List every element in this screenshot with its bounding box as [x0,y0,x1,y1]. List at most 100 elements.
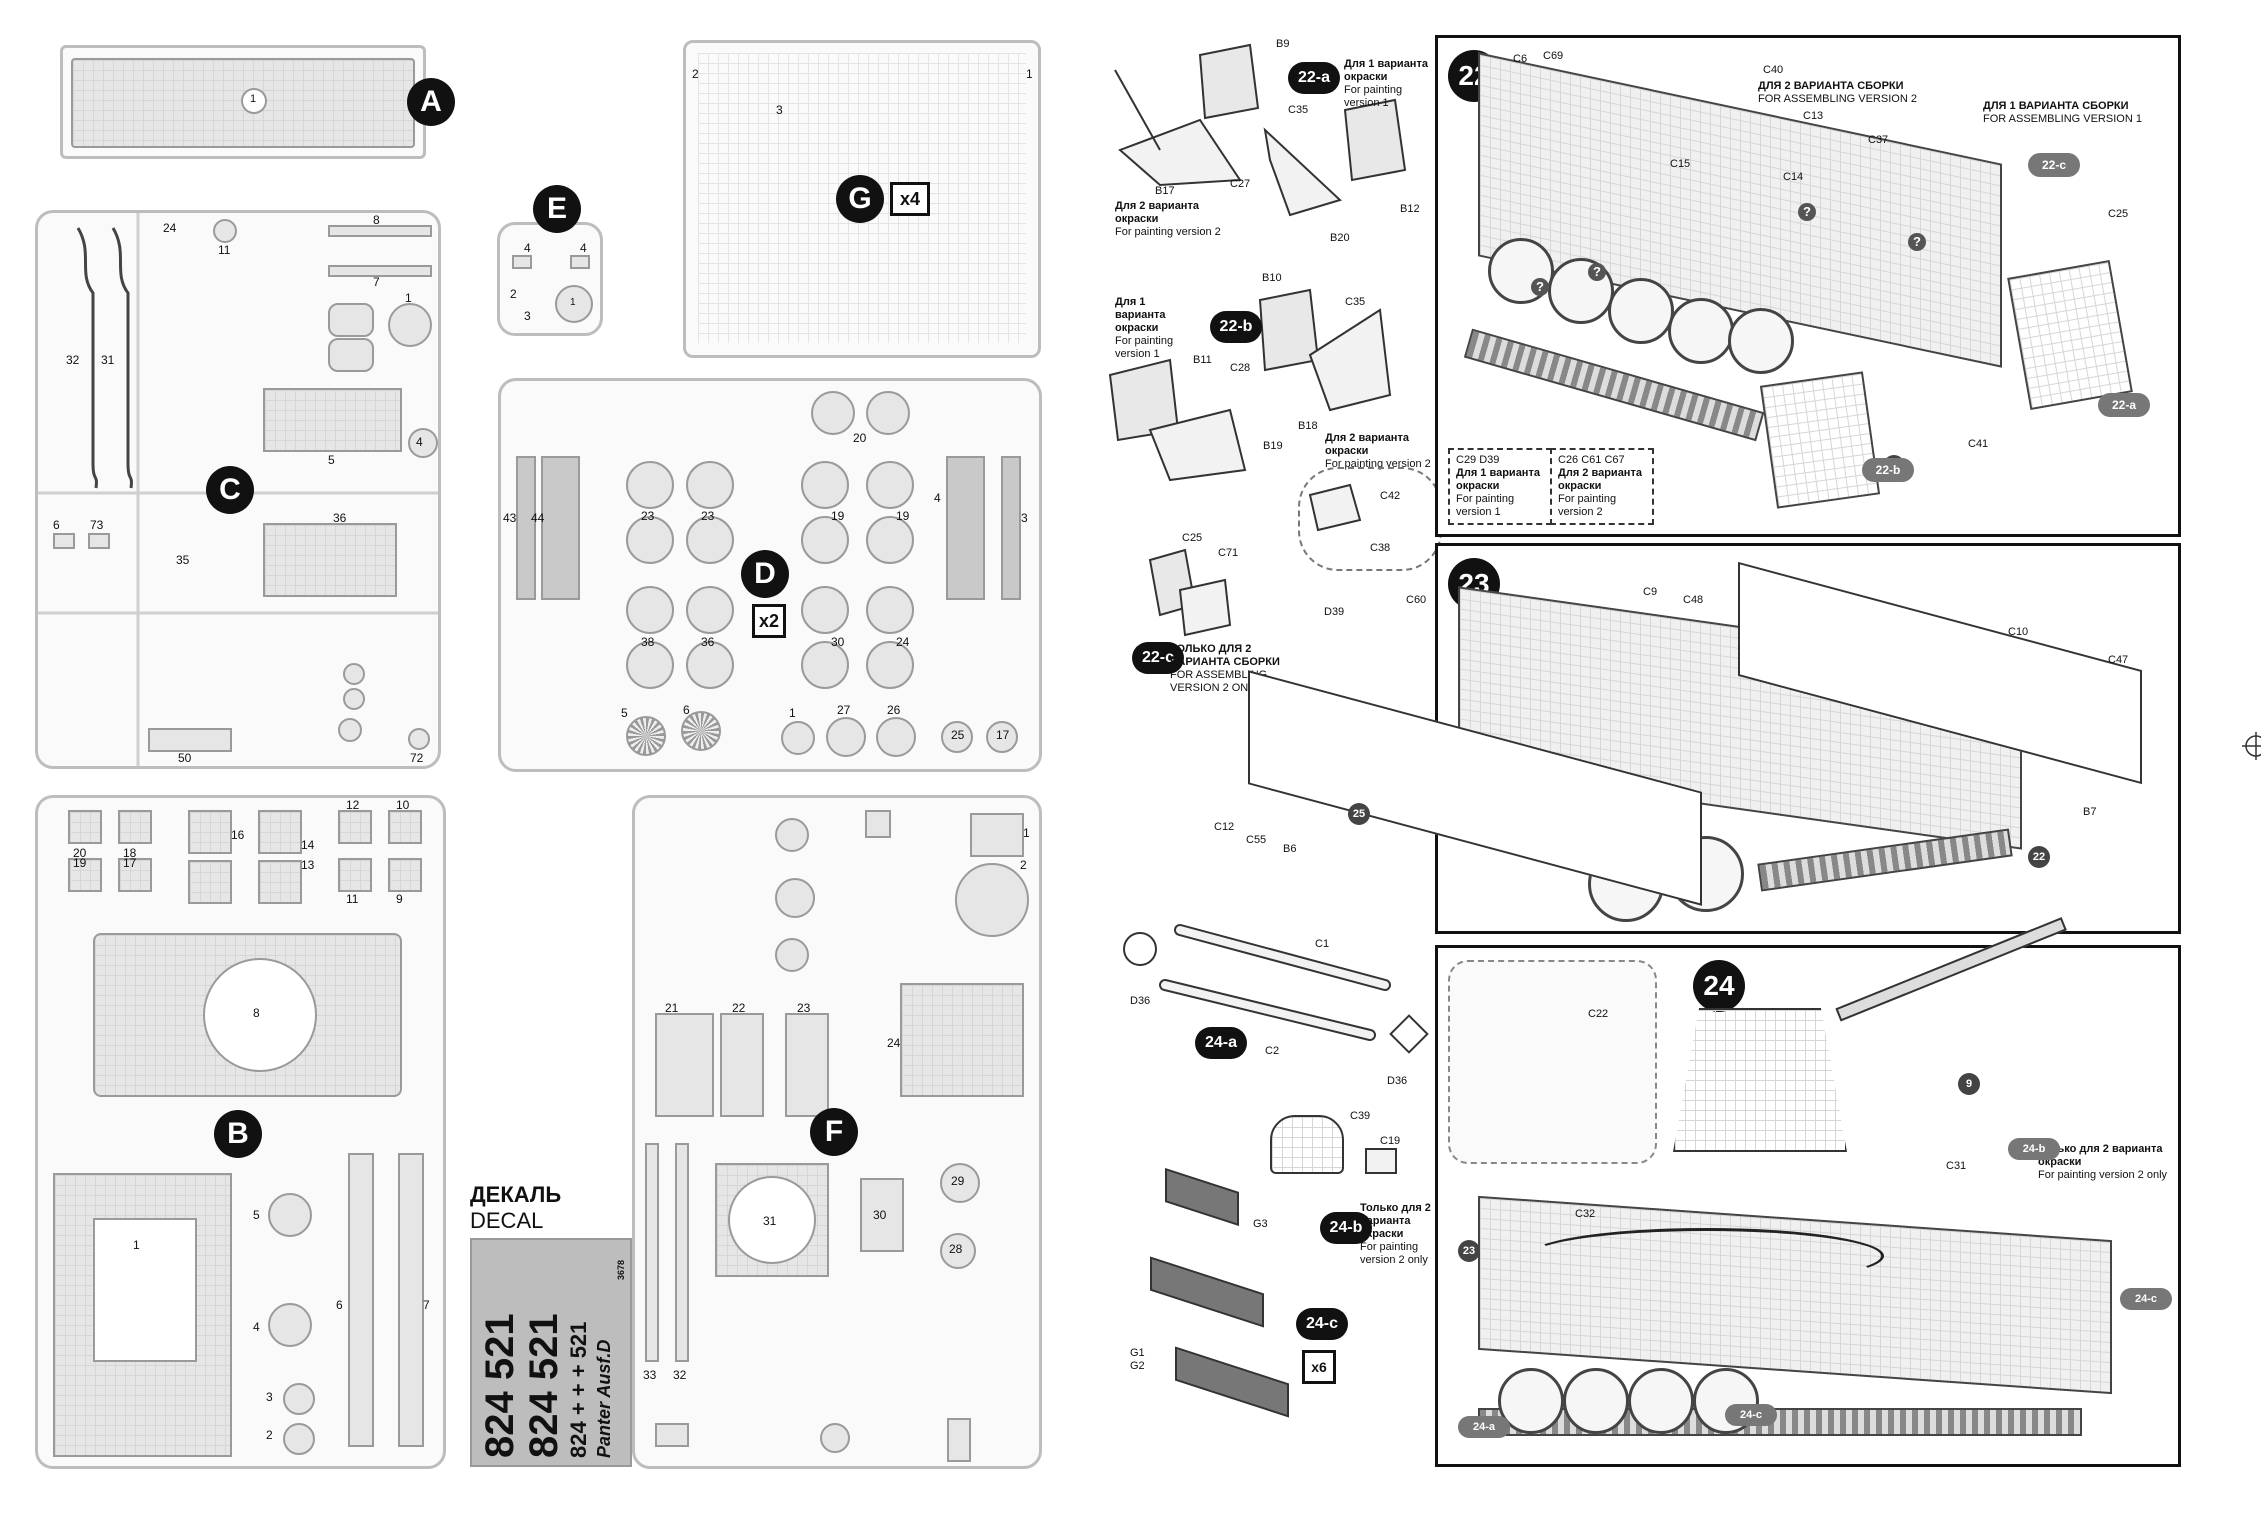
part-b15 [188,860,232,904]
part-d8 [986,721,1018,753]
part-b10-label: 10 [396,798,410,812]
part-c73-label: 5 [328,453,335,467]
part-b17 [118,858,152,892]
part-d18d [866,641,914,689]
part-b12-label: 12 [346,798,360,812]
part-d3-label: 3 [1021,511,1028,525]
part-c54-label: 36 [333,511,347,525]
part-b13 [258,860,302,904]
step-24a-badge: 24-a [1195,1027,1247,1059]
part-f21 [655,1013,714,1117]
part-f23 [785,1013,829,1117]
label-c48: C48 [1683,594,1704,606]
label-c27: C27 [1230,178,1251,190]
part-f34 [655,1423,689,1447]
part-b17-label: 17 [123,856,137,870]
part-b6-label: 6 [336,1298,343,1312]
step-22a-badge: 22-a [1288,62,1340,94]
part-b2 [283,1423,315,1455]
step-24b-part-c39 [1270,1115,1344,1174]
label-d36a: D36 [1130,995,1151,1007]
part-d19b [866,461,914,509]
step-24-ref-23: 23 [1458,1240,1480,1262]
part-b10 [388,810,422,844]
label-b19: B19 [1263,440,1283,452]
part-e4a-label: 4 [524,241,531,255]
part-b4 [268,1303,312,1347]
step-22-ref-22b: 22-b [1862,458,1914,482]
step-22c-badge: 22-c [1132,642,1184,674]
part-d24c [626,641,674,689]
step-24-ref-24b: 24-b [2008,1138,2060,1160]
step-22-ref-22a: 22-a [2098,393,2150,417]
sprue-a: 1 [60,45,426,159]
part-b3 [283,1383,315,1415]
part-c50 [148,728,232,752]
part-f28 [940,1233,976,1269]
part-d27-label: 5 [621,706,628,720]
step-24-badge: 24 [1693,960,1745,1012]
label-c39: C39 [1350,1110,1371,1122]
part-c54 [263,523,397,597]
part-d17-label: 1 [789,706,796,720]
part-d4 [946,456,985,600]
question-mark-icon: ? [1908,233,1926,251]
part-c2 [328,265,432,277]
label-c9: C9 [1643,586,1658,598]
part-d18a [801,586,849,634]
step-24-ref-9: 9 [1958,1073,1980,1095]
part-d23b [686,461,734,509]
label-d39: D39 [1324,606,1345,618]
step-24-detail-inset [1448,960,1657,1164]
part-c72-label: 72 [410,751,424,765]
part-d8-label: 17 [996,728,1010,742]
part-d23b-label: 23 [701,509,715,523]
label-c10: C10 [2008,626,2029,638]
part-b11-label: 11 [346,892,359,906]
step-24c-badge: 24-c [1296,1308,1348,1340]
part-b18-label: 18 [123,846,137,860]
label-b17: B17 [1155,185,1175,197]
part-b19-label: 19 [73,856,87,870]
part-b16-label: 16 [231,828,245,842]
part-f11 [775,818,809,852]
label-g3: G3 [1253,1218,1268,1230]
part-f40 [820,1423,850,1453]
part-f33-label: 33 [643,1368,657,1382]
question-mark-icon: ? [1798,203,1816,221]
part-f30 [860,1178,904,1252]
part-d4-label: 4 [934,491,941,505]
decal-title-ru: ДЕКАЛЬ [470,1182,562,1207]
part-f24-label: 24 [887,1036,901,1050]
part-d17 [781,721,815,755]
step-22-wheel-3 [1608,278,1674,344]
sprue-badge-g: G [836,175,884,223]
part-f31-ring [728,1176,816,1264]
part-c63 [338,718,362,742]
step-22b-badge: 22-b [1210,311,1262,343]
part-f23-label: 23 [797,1001,811,1015]
part-f2-label: 2 [1020,858,1027,872]
question-mark-icon: ? [1588,263,1606,281]
label-c15: C15 [1670,158,1691,170]
sprue-d-multiplier: x2 [752,604,786,638]
part-e2-label: 2 [510,287,517,301]
part-b11 [338,858,372,892]
sprue-e: 4 4 2 3 1 [497,222,603,336]
label-c12: C12 [1214,821,1235,833]
label-c25-22: C25 [2108,208,2129,220]
part-c73 [263,388,402,452]
part-d19c [801,516,849,564]
label-c28: C28 [1230,362,1251,374]
part-b8-turret-ring [203,958,317,1072]
part-b7-label: 7 [423,1298,430,1312]
